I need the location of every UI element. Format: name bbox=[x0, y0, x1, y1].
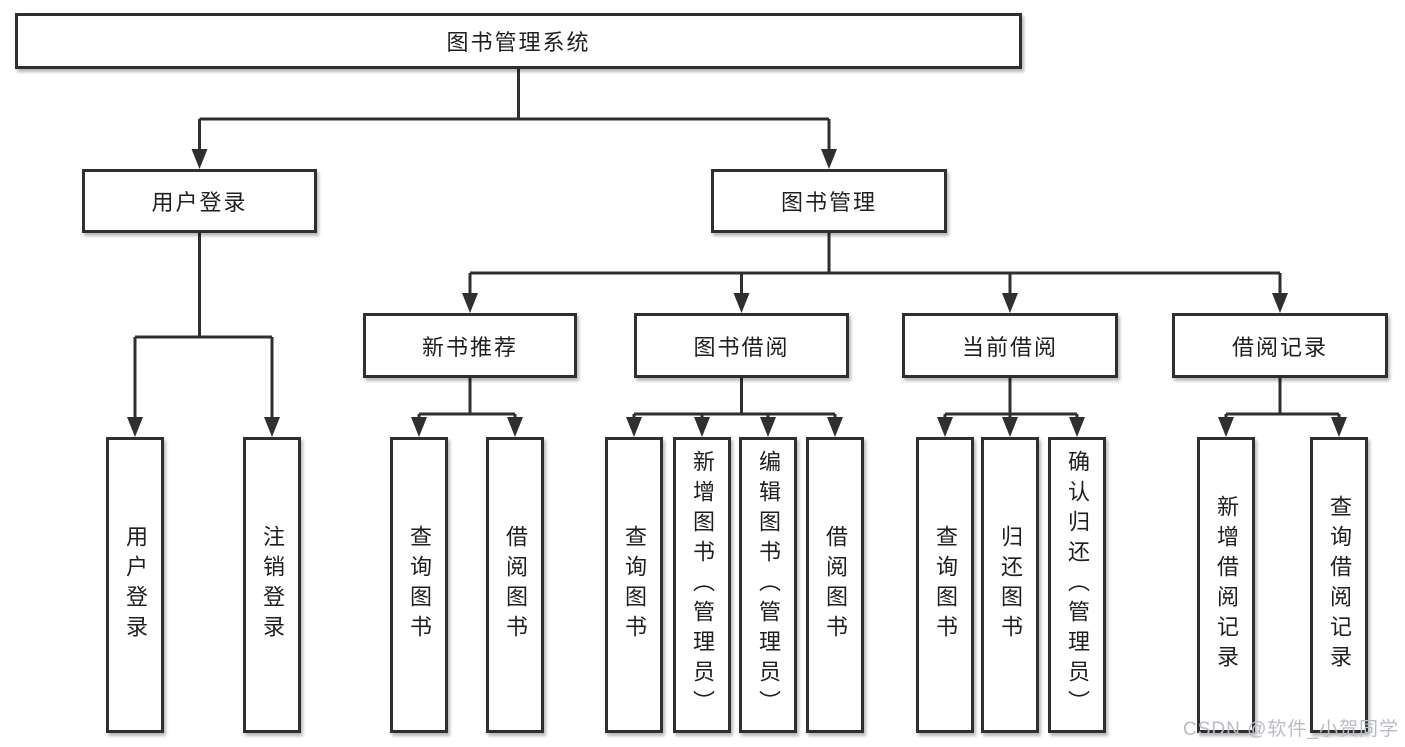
node-new-books: 新书推荐 bbox=[363, 313, 577, 378]
arrowhead-icon bbox=[760, 417, 776, 437]
node-bb-borrow-books: 借阅图书 bbox=[806, 437, 864, 733]
arrowhead-icon bbox=[1002, 293, 1018, 313]
node-br-add-record: 新增借阅记录 bbox=[1197, 437, 1255, 733]
node-nb-query-books: 查询图书 bbox=[390, 437, 448, 733]
node-root: 图书管理系统 bbox=[15, 13, 1022, 69]
node-bb-query-books: 查询图书 bbox=[605, 437, 663, 733]
node-bb-edit-books: 编辑图书（管理员） bbox=[739, 437, 797, 733]
node-cb-query-books: 查询图书 bbox=[916, 437, 974, 733]
arrowhead-icon bbox=[821, 149, 837, 169]
node-user-login: 用户登录 bbox=[82, 169, 317, 233]
arrowhead-icon bbox=[733, 293, 750, 313]
watermark: CSDN @软件_小贺同学 bbox=[1183, 719, 1399, 740]
arrowhead-icon bbox=[127, 417, 143, 437]
node-nb-borrow-books: 借阅图书 bbox=[486, 437, 544, 733]
node-br-query-record: 查询借阅记录 bbox=[1310, 437, 1368, 733]
node-bb-add-books: 新增图书（管理员） bbox=[673, 437, 731, 733]
arrowhead-icon bbox=[1272, 293, 1288, 313]
arrowhead-icon bbox=[191, 149, 208, 169]
node-book-borrow: 图书借阅 bbox=[634, 313, 849, 378]
arrowhead-icon bbox=[411, 417, 427, 437]
node-cb-return-books: 归还图书 bbox=[981, 437, 1039, 733]
arrowhead-icon bbox=[937, 417, 953, 437]
node-cb-confirm-return: 确认归还（管理员） bbox=[1048, 437, 1106, 733]
arrowhead-icon bbox=[694, 417, 710, 437]
arrowhead-icon bbox=[264, 417, 280, 437]
node-current-borrow: 当前借阅 bbox=[902, 313, 1118, 378]
node-ul-logout: 注销登录 bbox=[243, 437, 301, 733]
node-book-mgmt: 图书管理 bbox=[711, 169, 947, 233]
arrowhead-icon bbox=[462, 293, 478, 313]
arrowhead-icon bbox=[827, 417, 843, 437]
node-borrow-records: 借阅记录 bbox=[1172, 313, 1388, 378]
arrowhead-icon bbox=[626, 417, 642, 437]
arrowhead-icon bbox=[1331, 417, 1347, 437]
node-ul-user-login: 用户登录 bbox=[106, 437, 164, 733]
arrowhead-icon bbox=[1218, 417, 1234, 437]
arrowhead-icon bbox=[1002, 417, 1018, 437]
arrowhead-icon bbox=[1069, 417, 1085, 437]
arrowhead-icon bbox=[507, 417, 523, 437]
